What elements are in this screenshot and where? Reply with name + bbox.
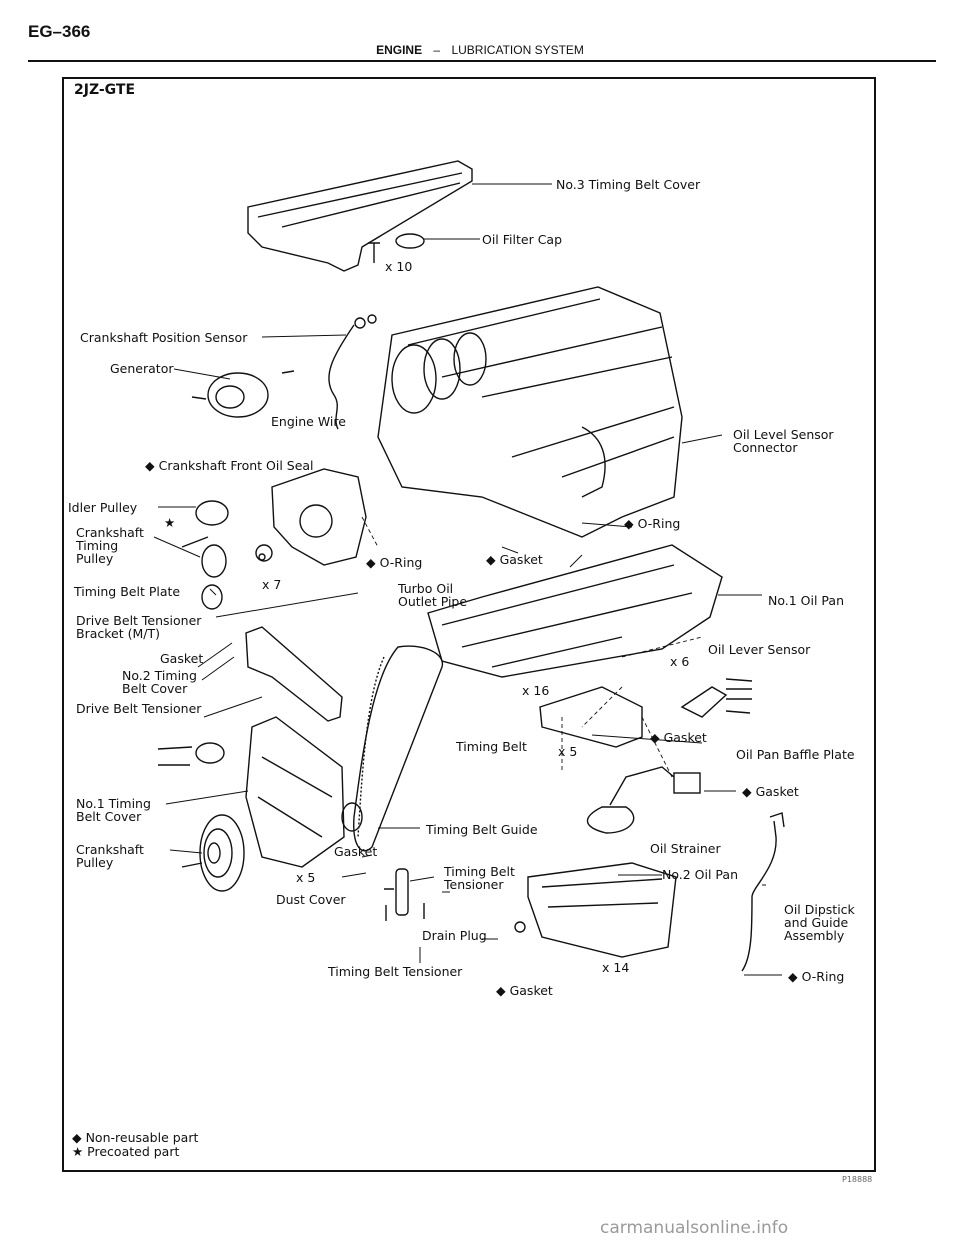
label-oil-level-sensor-connector: Oil Level Sensor Connector xyxy=(733,427,834,455)
label-crankshaft-position-sensor: Crankshaft Position Sensor xyxy=(80,330,248,345)
timing-belt xyxy=(353,645,444,852)
label-drive-belt-tensioner: Drive Belt Tensioner xyxy=(76,701,202,716)
label-timing-belt-plate: Timing Belt Plate xyxy=(74,584,181,599)
label-oil-filter-cap: Oil Filter Cap xyxy=(482,232,563,247)
label-timing-belt-tensioner-2: Timing Belt Tensioner xyxy=(328,964,463,979)
label-crankshaft-timing-pulley: Crankshaft Timing Pulley xyxy=(76,525,144,566)
oil-strainer xyxy=(586,806,635,834)
label-no1-oil-pan: No.1 Oil Pan xyxy=(768,593,844,608)
precoated-star-marker: ★ xyxy=(164,515,176,530)
label-x5-a: x 5 xyxy=(558,744,578,759)
header-separator: – xyxy=(433,43,441,57)
label-x7: x 7 xyxy=(262,577,282,592)
timing-belt-tensioner xyxy=(395,868,409,916)
label-drain-plug: Drain Plug xyxy=(422,928,487,943)
page-number: EG–366 xyxy=(28,22,91,41)
label-timing-belt-guide: Timing Belt Guide xyxy=(426,822,538,837)
label-no3-timing-belt-cover: No.3 Timing Belt Cover xyxy=(556,177,701,192)
label-x16: x 16 xyxy=(522,683,550,698)
oil-lever-sensor xyxy=(680,686,728,718)
label-engine-wire: Engine Wire xyxy=(271,414,346,429)
oil-filter-cap xyxy=(395,233,425,249)
label-timing-belt-tensioner-1: Timing Belt Tensioner xyxy=(444,864,515,892)
label-generator: Generator xyxy=(110,361,174,376)
engine-block xyxy=(377,286,683,538)
exploded-view-drawing xyxy=(153,160,785,976)
label-gasket-1: ◆ Gasket xyxy=(486,552,543,567)
legend-precoated-part: ★ Precoated part xyxy=(72,1144,180,1159)
figure-id: P18888 xyxy=(842,1175,873,1184)
label-gasket-6: ◆ Gasket xyxy=(496,983,553,998)
label-gasket-5: Gasket xyxy=(334,844,378,859)
engine-model-label: 2JZ-GTE xyxy=(74,82,136,98)
section-title: ENGINE xyxy=(376,43,423,57)
oil-pump-front-case xyxy=(271,468,367,566)
label-no2-oil-pan: No.2 Oil Pan xyxy=(662,867,738,882)
label-oil-dipstick-and-guide-assembly: Oil Dipstick and Guide Assembly xyxy=(784,902,855,943)
label-x14: x 14 xyxy=(602,960,630,975)
legend-non-reusable-part: ◆ Non-reusable part xyxy=(72,1130,199,1145)
watermark-text: carmanualsonline.info xyxy=(600,1218,789,1238)
header-rule xyxy=(28,60,936,62)
timing-belt-guide xyxy=(341,802,363,832)
label-x6: x 6 xyxy=(670,654,690,669)
label-gasket-2: Gasket xyxy=(160,651,204,666)
label-x10: x 10 xyxy=(385,259,413,274)
no2-timing-belt-cover xyxy=(245,626,343,722)
subsection-title: LUBRICATION SYSTEM xyxy=(451,43,584,57)
generator xyxy=(207,372,269,418)
label-idler-pulley: Idler Pulley xyxy=(68,500,138,515)
drive-belt-tensioner xyxy=(195,742,225,764)
label-o-ring-1: ◆ O-Ring xyxy=(624,516,681,531)
label-oil-pan-baffle-plate: Oil Pan Baffle Plate xyxy=(736,747,855,762)
idler-pulley xyxy=(195,500,229,526)
label-gasket-3: ◆ Gasket xyxy=(650,730,707,745)
no3-timing-belt-cover xyxy=(247,160,473,272)
diagram-frame xyxy=(62,77,876,1172)
label-drive-belt-tensioner-bracket: Drive Belt Tensioner Bracket (M/T) xyxy=(76,613,202,641)
label-o-ring-2: ◆ O-Ring xyxy=(366,555,423,570)
label-x5-b: x 5 xyxy=(296,870,316,885)
label-turbo-oil-outlet-pipe: Turbo Oil Outlet Pipe xyxy=(398,581,468,609)
label-oil-strainer: Oil Strainer xyxy=(650,841,721,856)
oil-pan-baffle-plate xyxy=(539,686,643,748)
crankshaft-pulley xyxy=(199,814,245,892)
label-oil-lever-sensor: Oil Lever Sensor xyxy=(708,642,811,657)
label-no2-timing-belt-cover: No.2 Timing Belt Cover xyxy=(122,668,197,696)
label-no1-timing-belt-cover: No.1 Timing Belt Cover xyxy=(76,796,151,824)
crankshaft-timing-pulley xyxy=(201,544,227,578)
label-crankshaft-front-oil-seal: ◆ Crankshaft Front Oil Seal xyxy=(145,458,314,473)
label-gasket-4: ◆ Gasket xyxy=(742,784,799,799)
label-crankshaft-pulley: Crankshaft Pulley xyxy=(76,842,144,870)
no1-timing-belt-cover xyxy=(245,716,345,868)
no2-oil-pan xyxy=(527,862,677,958)
label-o-ring-3: ◆ O-Ring xyxy=(788,969,845,984)
oil-dipstick xyxy=(741,820,777,972)
label-timing-belt: Timing Belt xyxy=(456,739,527,754)
page-header: ENGINE – LUBRICATION SYSTEM xyxy=(0,43,960,57)
no1-oil-pan xyxy=(427,544,723,678)
label-dust-cover: Dust Cover xyxy=(276,892,346,907)
crankshaft-position-sensor xyxy=(328,324,355,430)
